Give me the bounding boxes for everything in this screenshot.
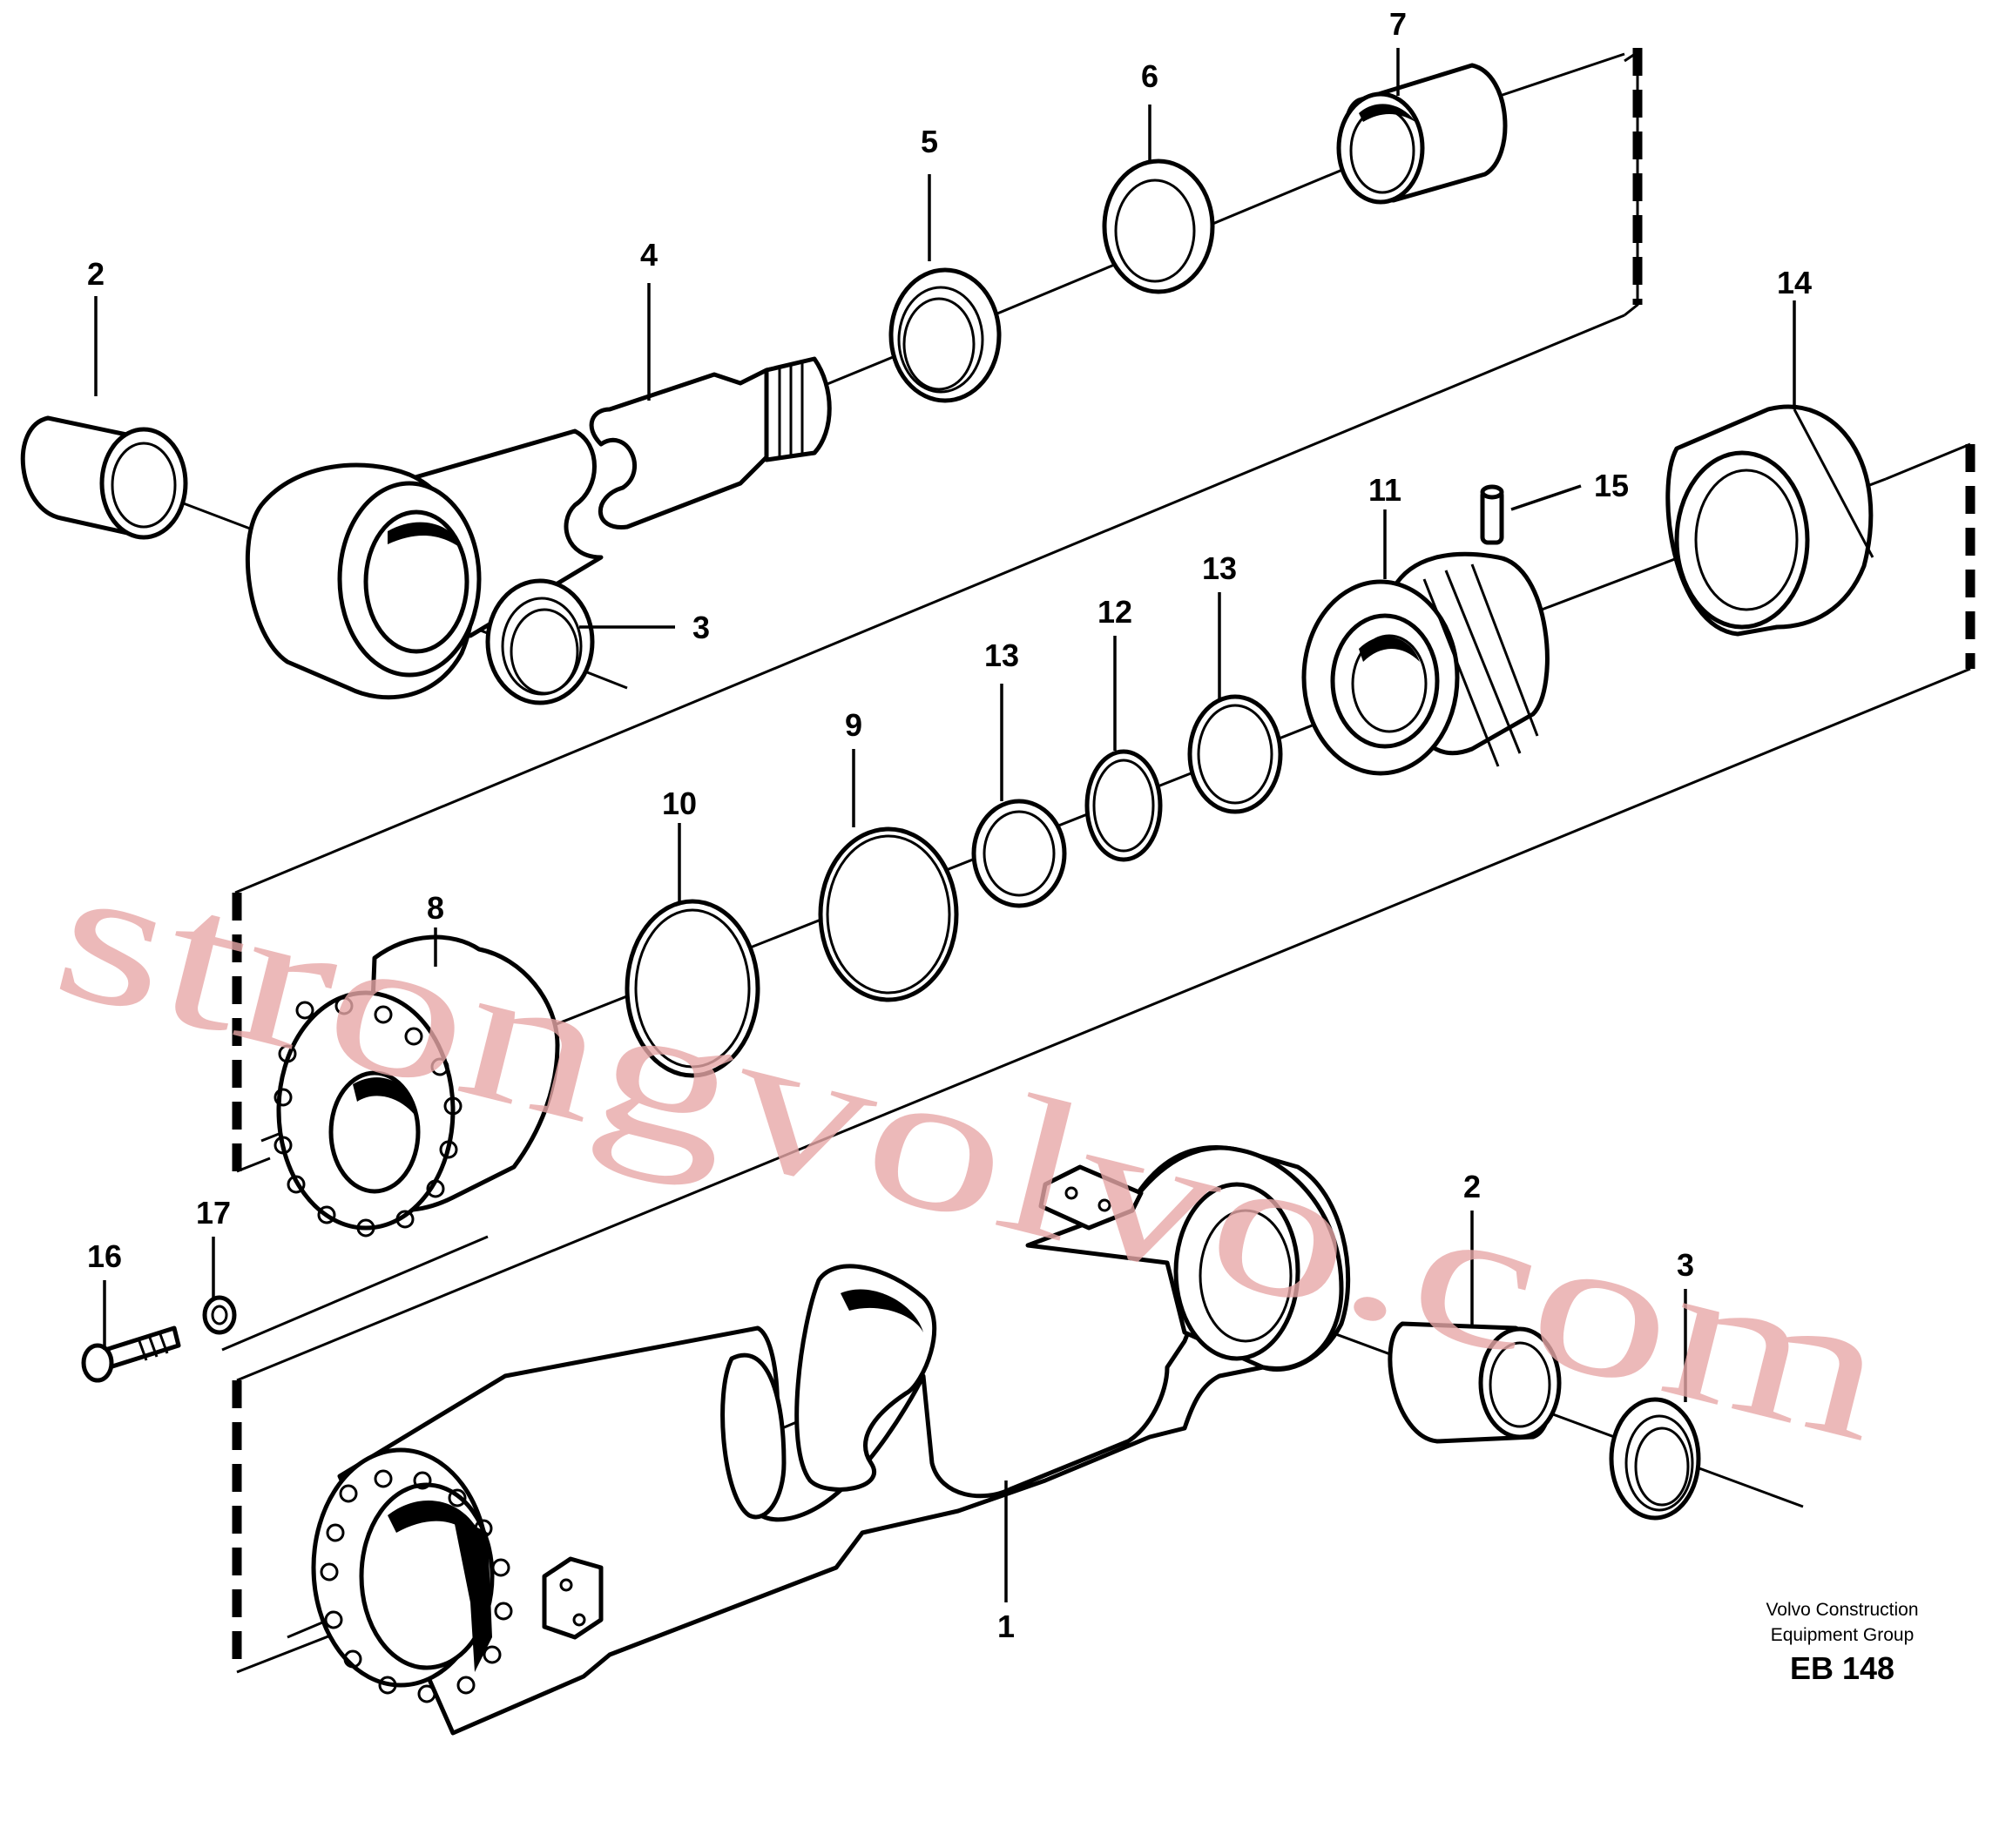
callout-15: 15 bbox=[1594, 468, 1629, 503]
part-13-ring-right bbox=[1187, 694, 1283, 814]
part-3-seal-lower bbox=[1609, 1397, 1701, 1521]
credit-block: Volvo Construction Equipment Group EB 14… bbox=[1766, 1600, 1918, 1686]
credit-line-1: Volvo Construction bbox=[1766, 1600, 1918, 1620]
barrel-cutaway-loop bbox=[794, 1264, 937, 1492]
callout-14: 14 bbox=[1777, 265, 1812, 300]
part-11-piston bbox=[1301, 551, 1550, 776]
head-bolt-holes bbox=[274, 996, 463, 1238]
callout-5: 5 bbox=[921, 124, 938, 159]
part-16-bolt bbox=[81, 1325, 181, 1383]
part-15-pin bbox=[1480, 484, 1504, 545]
part-5-wiper-ring bbox=[888, 267, 1002, 403]
callout-4: 4 bbox=[640, 237, 658, 273]
barrel-port-top bbox=[1038, 1164, 1144, 1231]
callout-9: 9 bbox=[845, 707, 862, 743]
callout-1: 1 bbox=[997, 1609, 1015, 1644]
callout-6: 6 bbox=[1141, 58, 1158, 94]
callout-2-upper: 2 bbox=[87, 256, 105, 292]
callout-2-lower: 2 bbox=[1463, 1169, 1481, 1204]
part-10-backup-ring bbox=[625, 899, 760, 1078]
part-8-cylinder-head bbox=[274, 934, 560, 1238]
part-12-ring bbox=[1084, 749, 1163, 862]
callout-3-lower: 3 bbox=[1677, 1247, 1694, 1283]
callout-13-left: 13 bbox=[984, 637, 1019, 673]
part-2-bushing-upper bbox=[20, 415, 188, 540]
rod-thread bbox=[764, 356, 832, 462]
callout-10: 10 bbox=[662, 786, 697, 821]
barrel-front-flange bbox=[311, 1447, 513, 1703]
barrel-port-side bbox=[542, 1556, 604, 1640]
part-2-bushing-lower bbox=[1388, 1321, 1562, 1444]
callouts: 2 4 3 5 6 7 14 11 15 13 12 13 9 10 8 17 … bbox=[87, 6, 1812, 1644]
frame-upper bbox=[234, 48, 1643, 894]
part-3-seal-upper bbox=[485, 578, 595, 705]
barrel-cutaway-left bbox=[720, 1352, 787, 1520]
part-9-o-ring bbox=[818, 826, 959, 1002]
part-6-ring bbox=[1102, 158, 1215, 294]
callout-11: 11 bbox=[1368, 472, 1401, 508]
callout-13-right: 13 bbox=[1202, 550, 1237, 586]
figure-code: EB 148 bbox=[1790, 1650, 1894, 1686]
credit-line-2: Equipment Group bbox=[1771, 1625, 1915, 1645]
leader-lines bbox=[94, 48, 1796, 1602]
callout-7: 7 bbox=[1389, 6, 1407, 42]
callout-3-upper: 3 bbox=[692, 610, 710, 645]
callout-17: 17 bbox=[196, 1195, 231, 1231]
frame-middle bbox=[232, 442, 1975, 1382]
part-1-cylinder-barrel bbox=[311, 1145, 1351, 1736]
callout-8: 8 bbox=[427, 890, 444, 926]
callout-16: 16 bbox=[87, 1238, 122, 1274]
part-7-bushing bbox=[1336, 63, 1508, 205]
part-14-guide-ring bbox=[1665, 404, 1874, 637]
callout-12: 12 bbox=[1097, 594, 1132, 630]
part-13-ring-left bbox=[971, 799, 1067, 908]
part-17-washer bbox=[202, 1295, 237, 1335]
rod-eye bbox=[245, 462, 482, 700]
